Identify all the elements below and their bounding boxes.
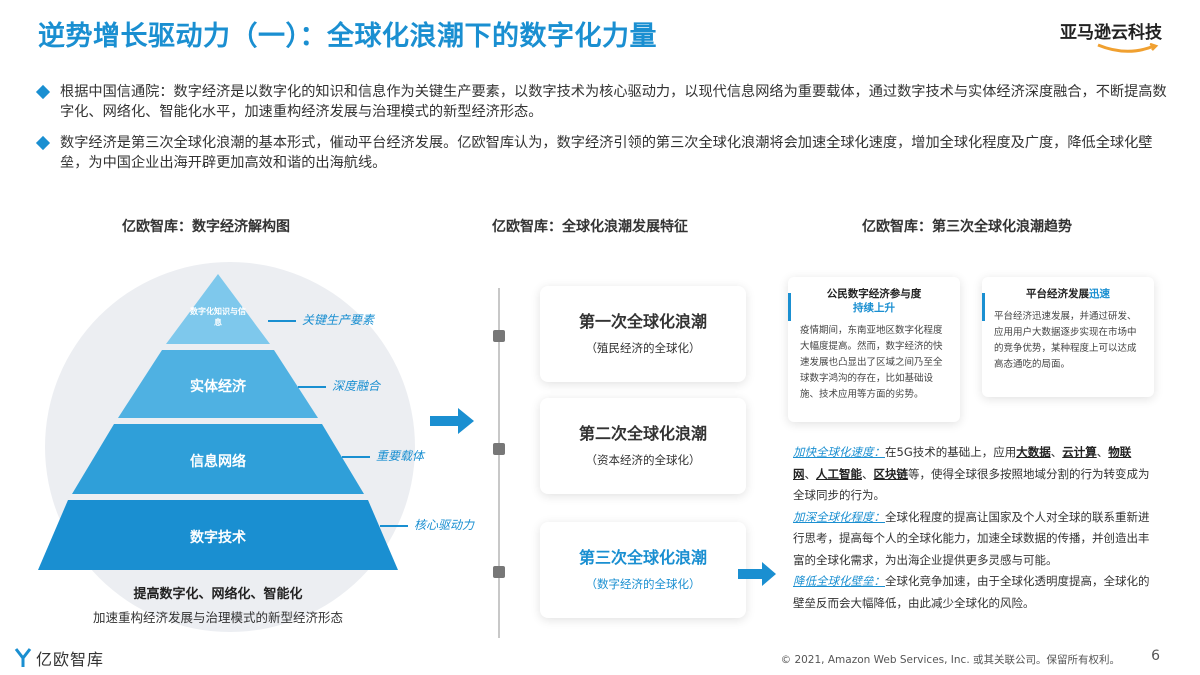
trends-heading: 亿欧智库：第三次全球化浪潮趋势 [862,219,1072,235]
intro-bullets: 根据中国信通院：数字经济是以数字化的知识和信息作为关键生产要素，以数字技术为核心… [35,82,1168,184]
wave-card-1: 第一次全球化浪潮 （殖民经济的全球化） [540,286,746,382]
trend-card-title-main: 公民数字经济参与度 [826,288,922,300]
trend-card-body: 平台经济迅速发展，并通过研发、应用用户大数据逐步实现在市场中的竞争优势，某种程度… [994,311,1137,370]
pyramid-level-3 [72,424,364,494]
trend-card-body: 疫情期间，东南亚地区数字化程度大幅度提高。然而，数字经济的快速发展也凸显出了区域… [800,325,943,400]
amazon-smile-icon [1097,43,1159,53]
trend-card-title-main: 平台经济发展 [1026,288,1089,300]
pyramid-label-4: 数字技术 [190,530,246,546]
pyramid-note-1: 关键生产要素 [302,313,375,327]
pyramid-level-2 [118,350,318,418]
arrow-right-icon [738,562,776,586]
pyramid-note-line [268,320,296,322]
accent-bar [982,293,985,321]
wave-title: 第三次全球化浪潮 [578,548,707,567]
pyramid-note-3: 重要载体 [376,449,425,463]
trend-points: 加快全球化速度：在5G技术的基础上，应用大数据、云计算、物联网、人工智能、区块链… [793,442,1153,614]
waves-heading: 亿欧智库：全球化浪潮发展特征 [492,219,688,235]
pyramid-label-3: 信息网络 [190,454,246,470]
trend-point-lead: 加快全球化速度： [793,445,885,459]
copyright-text: © 2021, Amazon Web Services, Inc. 或其关联公司… [780,654,1120,666]
pyramid-note-line [298,386,326,388]
wave-subtitle: （数字经济的全球化） [585,577,701,591]
timeline-line [498,288,500,638]
bullet-item: 数字经济是第三次全球化浪潮的基本形式，催动平台经济发展。亿欧智库认为，数字经济引… [35,133,1168,173]
bullet-text: 根据中国信通院：数字经济是以数字化的知识和信息作为关键生产要素，以数字技术为核心… [60,84,1167,120]
timeline-node [493,566,505,578]
arrow-right-icon [430,408,474,434]
trend-point-lead: 加深全球化程度： [793,509,885,524]
wave-card-2: 第二次全球化浪潮 （资本经济的全球化） [540,398,746,494]
timeline-node [493,443,505,455]
page-number: 6 [1151,648,1160,664]
pyramid-note-line [380,525,408,527]
pyramid-caption-main: 提高数字化、网络化、智能化 [133,587,303,602]
wave-subtitle: （殖民经济的全球化） [585,341,701,355]
brand-name: 亚马逊云科技 [1060,23,1162,43]
trend-card-platform: 平台经济发展迅速 平台经济迅速发展，并通过研发、应用用户大数据逐步实现在市场中的… [982,277,1154,397]
wave-title: 第二次全球化浪潮 [578,424,707,443]
trend-card-title-highlight: 迅速 [1089,288,1110,300]
bullet-item: 根据中国信通院：数字经济是以数字化的知识和信息作为关键生产要素，以数字技术为核心… [35,82,1168,122]
wave-card-3: 第三次全球化浪潮 （数字经济的全球化） [540,522,746,618]
bullet-text: 数字经济是第三次全球化浪潮的基本形式，催动平台经济发展。亿欧智库认为，数字经济引… [60,135,1153,171]
pyramid-note-line [342,456,370,458]
wave-subtitle: （资本经济的全球化） [585,453,701,467]
pyramid-note-2: 深度融合 [332,379,381,393]
pyramid-level-4 [38,500,398,570]
diamond-bullet-icon [35,135,51,151]
yiou-logo-icon [14,648,32,667]
trend-point-lead: 降低全球化壁垒： [793,574,885,588]
trend-card-title-highlight: 持续上升 [853,302,895,314]
footer-logo: 亿欧智库 [14,646,104,670]
pyramid-note-4: 核心驱动力 [414,518,475,532]
pyramid-diagram [38,274,398,570]
pyramid-level-1 [166,274,270,344]
trend-card-title: 公民数字经济参与度 持续上升 [800,287,948,315]
timeline-node [493,330,505,342]
pyramid-label-2: 实体经济 [190,379,246,395]
pyramid-label-1: 数字化知识与信息 [190,307,246,327]
trend-point-barrier: 降低全球化壁垒：全球化竞争加速，由于全球化透明度提高，全球化的壁垒反而会大幅降低… [793,574,1150,610]
pyramid-caption-sub: 加速重构经济发展与治理模式的新型经济形态 [92,610,343,625]
trend-card-title: 平台经济发展迅速 [994,287,1142,301]
wave-title: 第一次全球化浪潮 [578,312,707,331]
brand-logo: 亚马逊云科技 [1042,18,1162,55]
accent-bar [788,293,791,321]
diamond-bullet-icon [35,84,51,100]
footer-logo-text: 亿欧智库 [36,650,105,669]
trend-point-speed: 加快全球化速度：在5G技术的基础上，应用大数据、云计算、物联网、人工智能、区块链… [793,445,1150,502]
trend-card-participation: 公民数字经济参与度 持续上升 疫情期间，东南亚地区数字化程度大幅度提高。然而，数… [788,277,960,422]
trend-point-depth: 加深全球化程度：全球化程度的提高让国家及个人对全球的联系重新进行思考，提高每个人… [793,509,1150,567]
pyramid-heading: 亿欧智库：数字经济解构图 [122,219,290,235]
page-title: 逆势增长驱动力（一）：全球化浪潮下的数字化力量 [38,21,657,52]
